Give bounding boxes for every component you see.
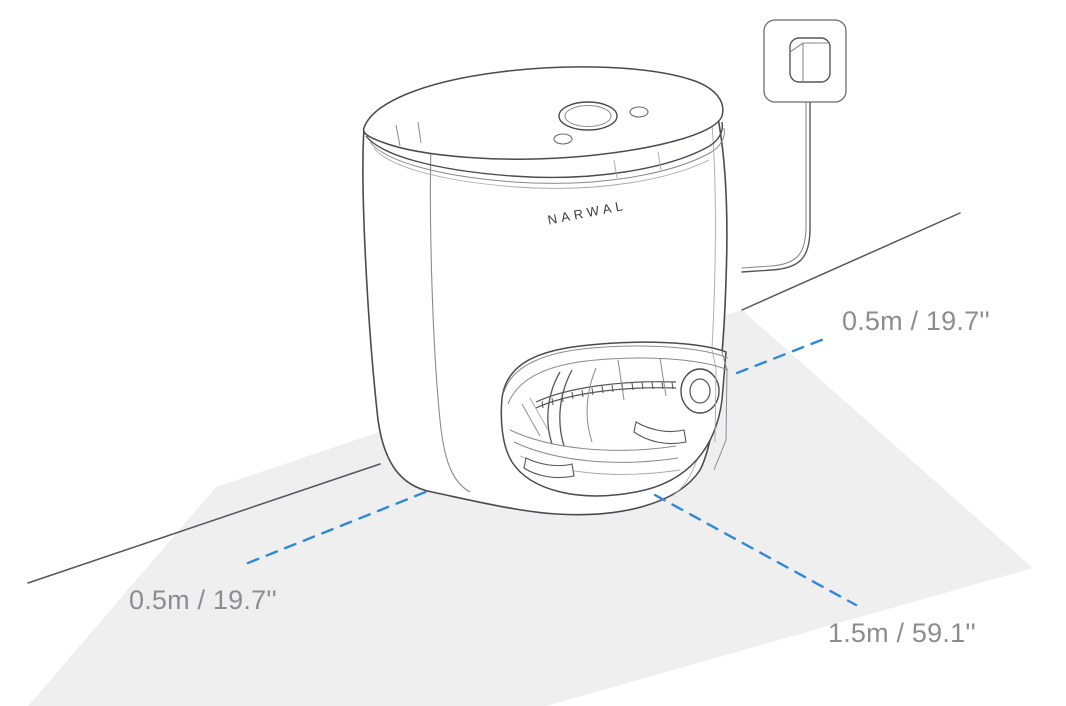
power-button[interactable] (558, 101, 618, 131)
dock-bay-internals (503, 345, 729, 479)
indicator-light-right (629, 106, 649, 118)
indicator-light-left (553, 133, 573, 145)
wall-floor-junction (27, 212, 961, 584)
label-left-clearance: 0.5m / 19.7'' (129, 585, 277, 615)
base-station-lid (362, 66, 725, 189)
label-top-right-clearance: 0.5m / 19.7'' (842, 306, 990, 336)
label-front-clearance: 1.5m / 59.1'' (828, 618, 976, 648)
power-cord (741, 91, 811, 273)
guide-line-left (246, 487, 435, 565)
charging-port (680, 368, 720, 414)
power-plug (789, 37, 831, 83)
dock-bay-cavity (500, 341, 729, 497)
dimension-guides (246, 337, 858, 607)
guide-line-top-right (735, 337, 826, 375)
guide-line-front (653, 493, 858, 607)
